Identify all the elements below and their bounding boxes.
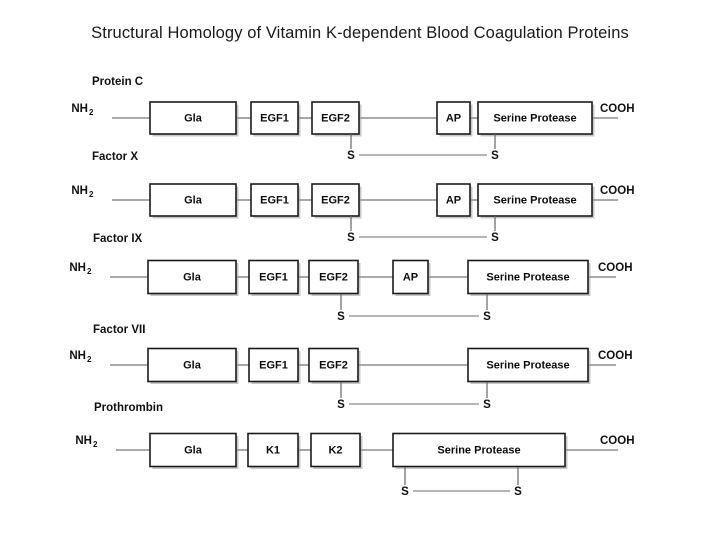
domain-label-egf1: EGF1 xyxy=(259,271,288,283)
n-terminus-subscript: 2 xyxy=(93,440,98,449)
domain-box-serine-protease[interactable] xyxy=(467,347,589,383)
domain-label-egf1: EGF1 xyxy=(260,194,289,206)
sulfur-label: S xyxy=(347,150,355,162)
domain-box-ap[interactable] xyxy=(436,101,471,135)
domain-box-egf1[interactable] xyxy=(248,259,299,295)
domain-label-gla: Gla xyxy=(184,444,203,456)
n-terminus-subscript: 2 xyxy=(87,355,92,364)
sulfur-label: S xyxy=(491,232,499,244)
protein-name-label: Prothrombin xyxy=(94,402,163,414)
sulfur-label: S xyxy=(337,311,345,323)
sulfur-label: S xyxy=(491,150,499,162)
domain-label-serine-protease: Serine Protease xyxy=(437,444,520,456)
domain-label-ap: AP xyxy=(446,112,461,124)
c-terminus-label: COOH xyxy=(600,185,635,197)
sulfur-label: S xyxy=(514,486,522,498)
protein-name-label: Factor IX xyxy=(93,233,143,245)
sulfur-label: S xyxy=(483,399,491,411)
domain-label-serine-protease: Serine Protease xyxy=(486,359,569,371)
c-terminus-label: COOH xyxy=(600,103,635,115)
domain-box-egf1[interactable] xyxy=(250,101,299,135)
n-terminus-subscript: 2 xyxy=(89,108,94,117)
domain-label-egf2: EGF2 xyxy=(319,271,348,283)
domain-box-serine-protease[interactable] xyxy=(467,259,589,295)
domain-label-ap: AP xyxy=(403,271,418,283)
domain-box-gla[interactable] xyxy=(149,183,237,217)
n-terminus-label: NH xyxy=(71,103,88,115)
domain-label-serine-protease: Serine Protease xyxy=(486,271,569,283)
domain-label-egf1: EGF1 xyxy=(260,112,289,124)
domain-box-serine-protease[interactable] xyxy=(392,432,566,468)
domain-label-egf2: EGF2 xyxy=(321,194,350,206)
sulfur-label: S xyxy=(401,486,409,498)
page-title: Structural Homology of Vitamin K-depende… xyxy=(91,24,629,42)
n-terminus-label: NH xyxy=(69,262,86,274)
domain-box-gla[interactable] xyxy=(147,259,237,295)
sulfur-label: S xyxy=(347,232,355,244)
domain-label-k1: K1 xyxy=(266,444,280,456)
c-terminus-label: COOH xyxy=(600,435,635,447)
n-terminus-subscript: 2 xyxy=(87,267,92,276)
domain-box-egf2[interactable] xyxy=(308,259,359,295)
protein-name-label: Factor X xyxy=(92,151,138,163)
domain-box-egf1[interactable] xyxy=(250,183,299,217)
domain-label-serine-protease: Serine Protease xyxy=(493,112,576,124)
domain-label-egf2: EGF2 xyxy=(319,359,348,371)
protein-name-label: Factor VII xyxy=(93,324,145,336)
domain-box-gla[interactable] xyxy=(149,101,237,135)
domain-label-serine-protease: Serine Protease xyxy=(493,194,576,206)
domain-label-k2: K2 xyxy=(328,444,342,456)
c-terminus-label: COOH xyxy=(598,350,633,362)
domain-box-egf2[interactable] xyxy=(308,347,359,383)
domain-box-egf2[interactable] xyxy=(311,183,360,217)
domain-label-gla: Gla xyxy=(183,359,202,371)
domain-box-gla[interactable] xyxy=(149,432,237,468)
domain-box-egf2[interactable] xyxy=(311,101,360,135)
domain-box-serine-protease[interactable] xyxy=(477,101,593,135)
domain-box-egf1[interactable] xyxy=(248,347,299,383)
domain-box-k2[interactable] xyxy=(310,432,361,468)
domain-box-serine-protease[interactable] xyxy=(477,183,593,217)
domain-label-gla: Gla xyxy=(184,194,203,206)
c-terminus-label: COOH xyxy=(598,262,633,274)
domain-label-egf1: EGF1 xyxy=(259,359,288,371)
domain-label-ap: AP xyxy=(446,194,461,206)
n-terminus-subscript: 2 xyxy=(89,190,94,199)
domain-box-ap[interactable] xyxy=(436,183,471,217)
domain-label-gla: Gla xyxy=(183,271,202,283)
domain-label-egf2: EGF2 xyxy=(321,112,350,124)
domain-box-k1[interactable] xyxy=(247,432,299,468)
n-terminus-label: NH xyxy=(71,185,88,197)
domain-box-gla[interactable] xyxy=(147,347,237,383)
protein-name-label: Protein C xyxy=(92,76,143,88)
domain-label-gla: Gla xyxy=(184,112,203,124)
n-terminus-label: NH xyxy=(75,435,92,447)
sulfur-label: S xyxy=(337,399,345,411)
n-terminus-label: NH xyxy=(69,350,86,362)
domain-box-ap[interactable] xyxy=(392,259,429,295)
sulfur-label: S xyxy=(483,311,491,323)
